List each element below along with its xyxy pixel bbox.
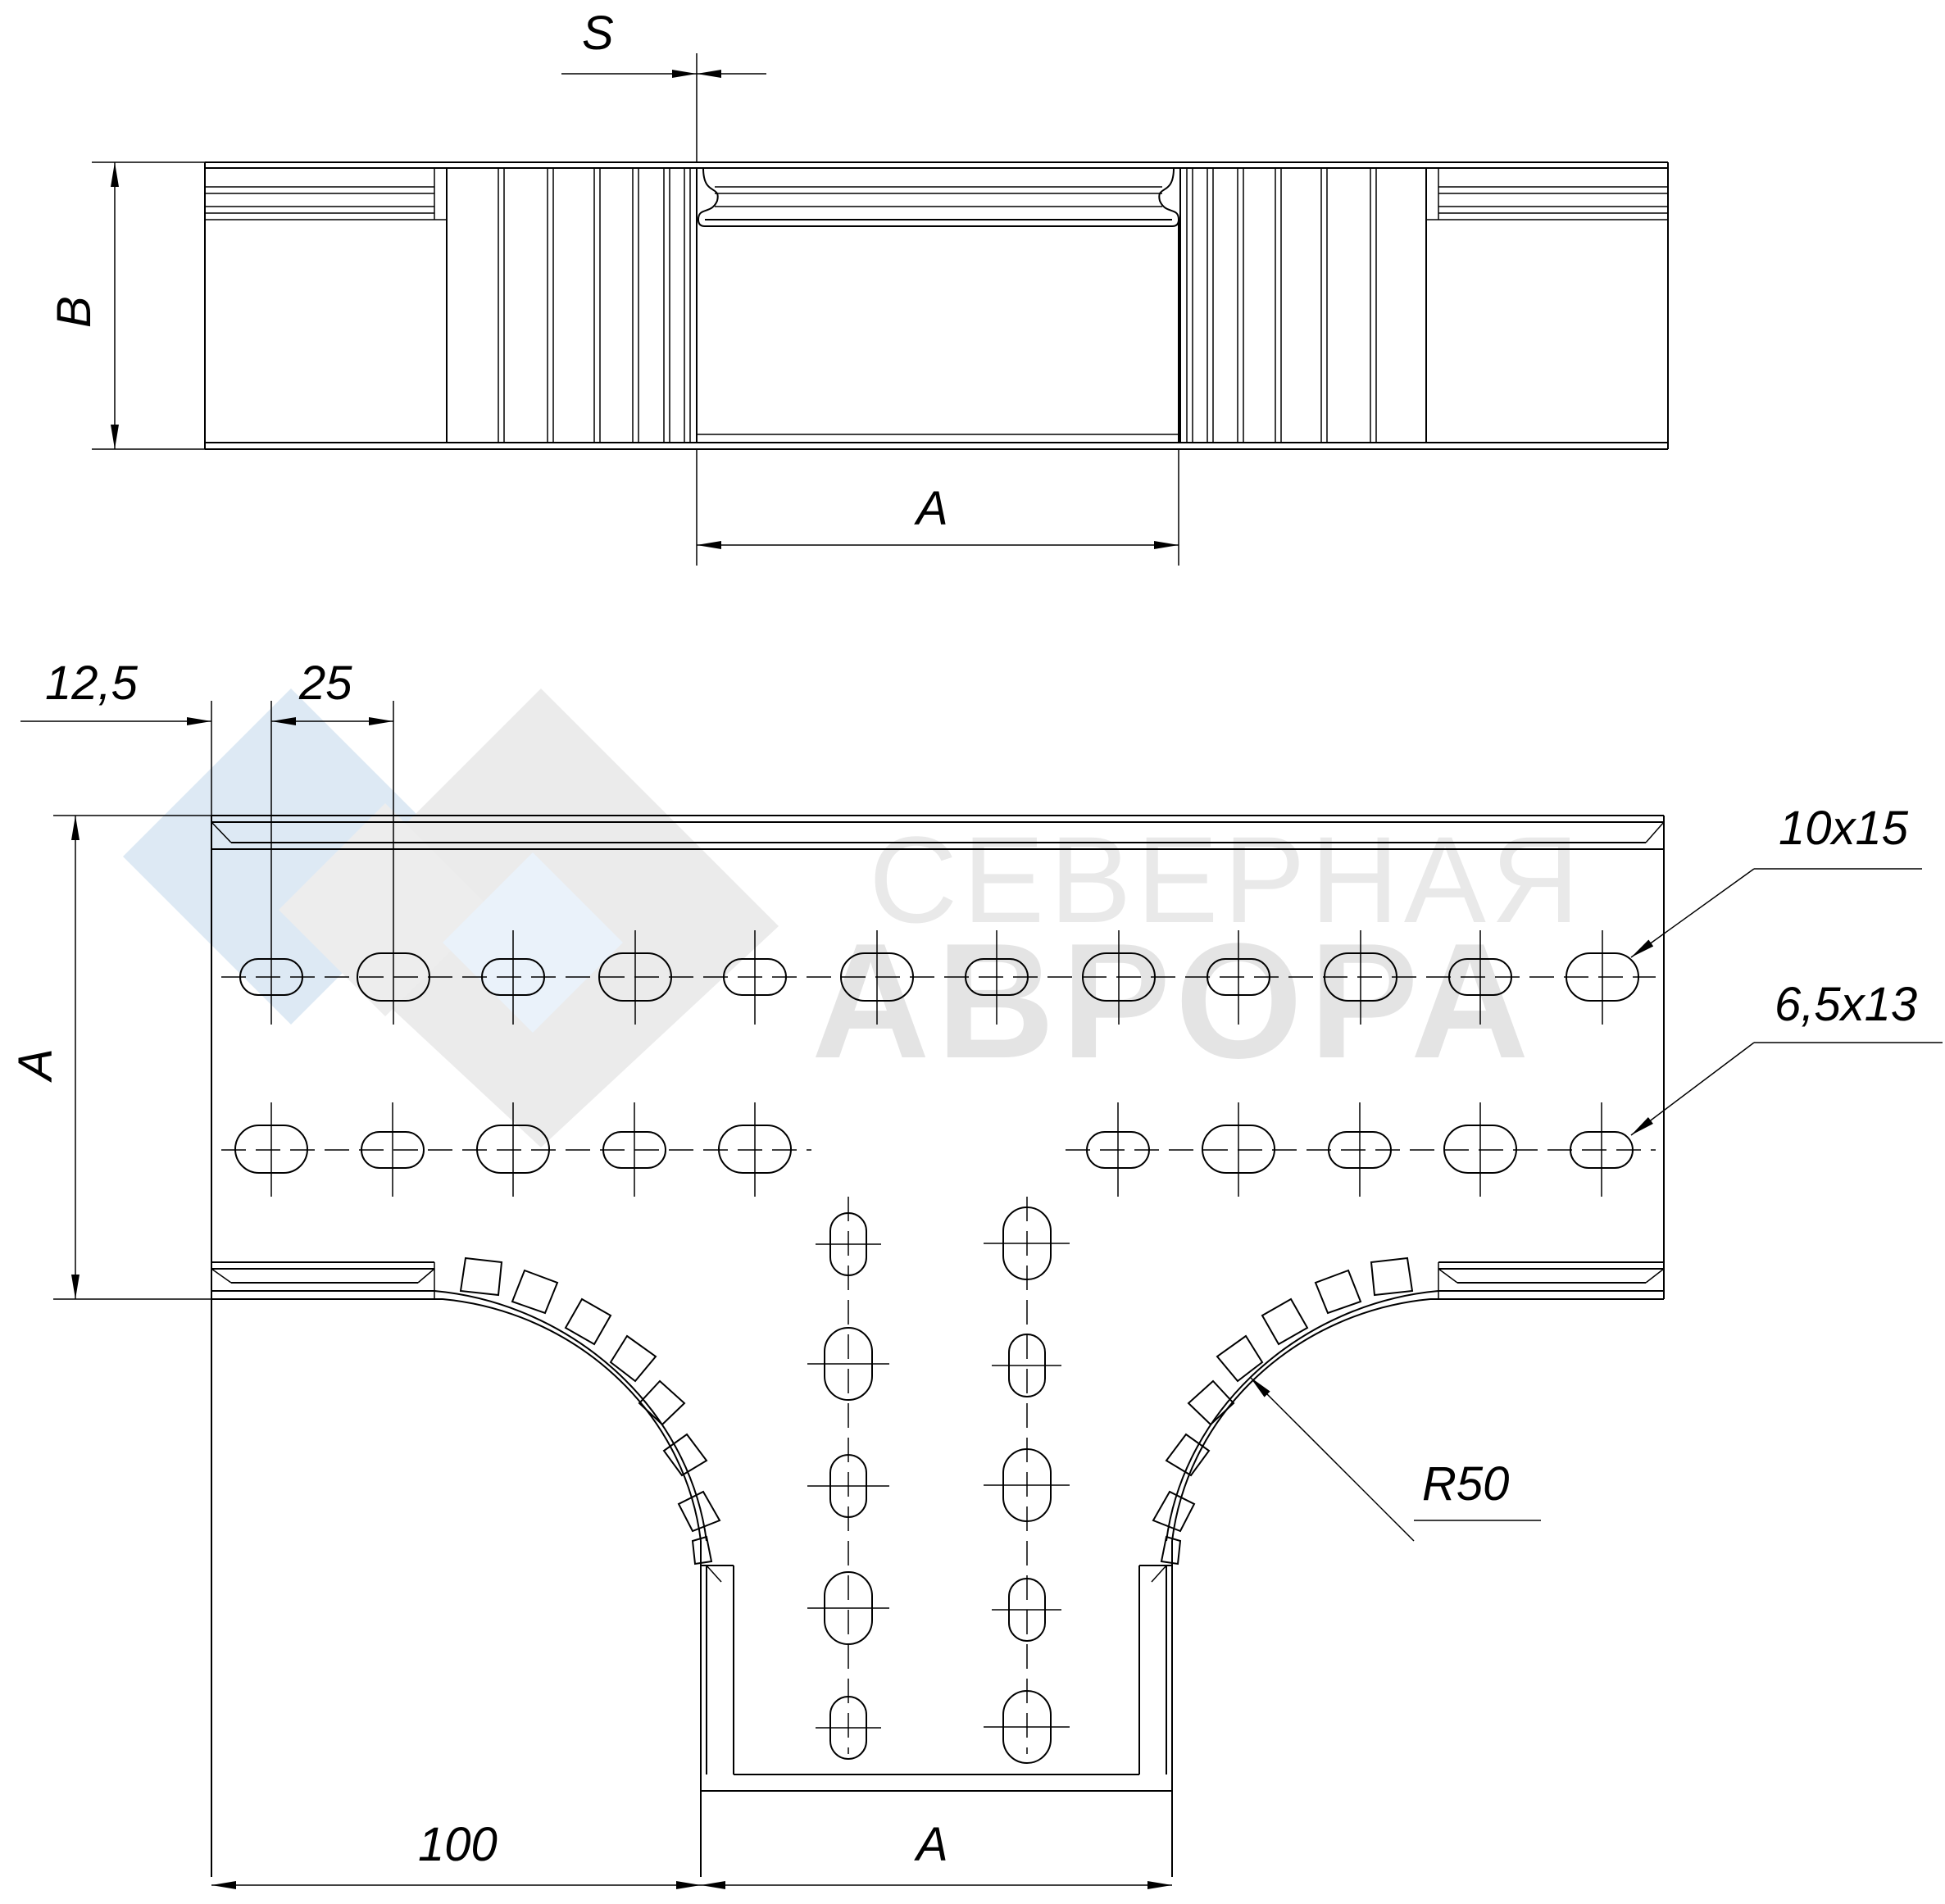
label-b: B (48, 296, 101, 328)
label-slot-small: 6,5x13 (1775, 978, 1917, 1031)
dimension-b: B (48, 161, 205, 450)
label-slot-large: 10x15 (1779, 802, 1909, 855)
watermark-diamond-light (443, 852, 623, 1033)
dimension-s: S (561, 7, 766, 162)
label-a-height: A (9, 1048, 62, 1083)
callout-slot-large: 10x15 (1630, 802, 1922, 958)
watermark-logo: СЕВЕРНАЯ АВРОРА (123, 688, 1584, 1147)
label-a-side: A (914, 482, 948, 535)
dimension-a-side: A (696, 449, 1179, 566)
watermark-text-bottom: АВРОРА (811, 910, 1535, 1093)
side-view (204, 161, 1669, 450)
label-s: S (582, 7, 614, 60)
label-25: 25 (298, 657, 352, 710)
hole-centerlines (221, 976, 1656, 1754)
dimension-a-height: A (9, 815, 211, 1300)
curve-teeth-left (459, 1256, 721, 1565)
label-12-5: 12,5 (45, 657, 139, 710)
dimension-12-5: 12,5 (20, 657, 212, 816)
label-100: 100 (418, 1818, 498, 1871)
label-a-branch: A (914, 1818, 948, 1871)
plan-view (211, 815, 1665, 1877)
dimension-25: 25 (270, 657, 394, 930)
watermark-diamond-grey-small (279, 803, 492, 1016)
hole-crosshairs (270, 930, 1603, 1729)
label-radius: R50 (1422, 1457, 1509, 1511)
callout-radius: R50 (1249, 1376, 1541, 1542)
dimension-100: 100 (211, 1818, 701, 1889)
dimension-a-branch: A (701, 1818, 1172, 1889)
callout-slot-small: 6,5x13 (1630, 978, 1943, 1136)
curve-teeth-right (1152, 1256, 1414, 1565)
watermark-text-top: СЕВЕРНАЯ (869, 811, 1584, 948)
